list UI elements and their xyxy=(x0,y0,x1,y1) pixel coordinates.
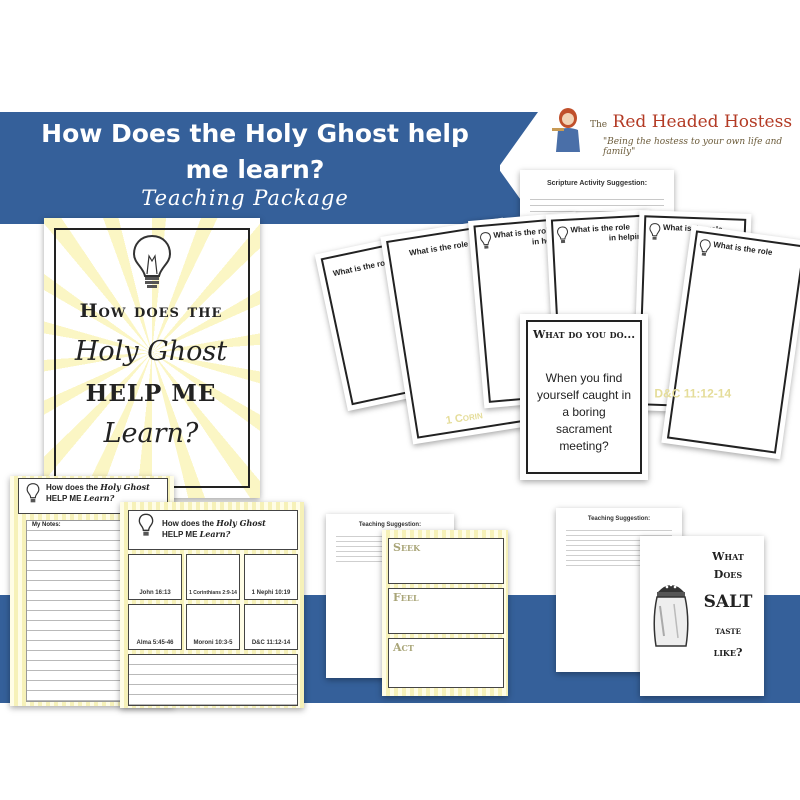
what-do-you-do-frame xyxy=(526,320,642,474)
lightbulb-icon xyxy=(132,234,172,297)
role-card-ref: D&C 11:12-14 xyxy=(654,386,732,401)
teaching-suggestion-title: Teaching Suggestion: xyxy=(587,516,651,522)
what-do-you-do-body: When you find yourself caught in a borin… xyxy=(536,371,632,453)
poster-page: How does the Holy Ghost HELP ME Learn? xyxy=(44,218,260,498)
lightbulb-icon xyxy=(479,231,493,255)
what-do-you-do-title: What do you do... xyxy=(532,328,636,341)
lightbulb-icon xyxy=(697,238,712,262)
role-card-heading: What is the role in helping xyxy=(570,222,647,246)
grid-cell: Moroni 10:3-5 xyxy=(186,604,240,650)
salt-shaker-icon xyxy=(648,576,694,655)
salt-line-5: like? xyxy=(713,646,743,659)
title-banner xyxy=(0,112,500,224)
seek-feel-act-page: Seek Feel Act xyxy=(382,530,508,696)
seek-label: Seek xyxy=(393,541,421,554)
feel-label: Feel xyxy=(393,591,419,604)
feel-box: Feel xyxy=(388,588,504,634)
grid-header-line1: How does the xyxy=(162,519,215,528)
brand-tagline: "Being the hostess to your own life and … xyxy=(603,137,783,157)
grid-header xyxy=(128,510,298,550)
salt-line-1: What xyxy=(712,550,744,563)
salt-line-2: Does xyxy=(713,568,743,581)
brand-name: The Red Headed Hostess xyxy=(590,112,792,132)
grid-header-text: How does the Holy Ghost HELP ME Learn? xyxy=(162,518,266,540)
grid-cell-ref: 1 Corinthians 2:9-14 xyxy=(189,590,237,596)
grid-header-line3: HELP ME xyxy=(162,530,198,539)
role-card: What is the role in helping xyxy=(545,209,659,385)
notes-header-line1: How does the xyxy=(46,483,99,492)
role-card: What is the role in helping xyxy=(468,211,592,409)
page-subtitle: Teaching Package xyxy=(141,186,349,210)
grid-cell-ref: D&C 11:12-14 xyxy=(251,640,291,646)
poster-line-4: Learn? xyxy=(103,418,199,449)
poster-line-1: How does the xyxy=(79,300,223,322)
grid-cell: John 16:13 xyxy=(128,554,182,600)
hostess-figure-icon xyxy=(552,108,580,152)
lightbulb-icon xyxy=(648,222,661,245)
salt-page: What Does SALT taste like? xyxy=(640,536,764,696)
poster-line-2: Holy Ghost xyxy=(74,336,228,367)
brand-prefix: The xyxy=(590,120,608,130)
grid-header-line2: Holy Ghost xyxy=(216,518,266,528)
grid-cell: 1 Corinthians 2:9-14 xyxy=(186,554,240,600)
role-card: What is the role D&C 11:12-14 xyxy=(654,224,800,460)
title-line-2: me learn? xyxy=(185,155,325,184)
notes-header-line2: Holy Ghost xyxy=(100,482,150,492)
what-do-you-do-card: What do you do... When you find yourself… xyxy=(520,314,648,480)
grid-lines xyxy=(128,654,298,706)
grid-header-line4: Learn? xyxy=(199,529,231,539)
role-card-frame xyxy=(666,230,800,454)
lightbulb-icon xyxy=(138,512,154,543)
title-line-1: How Does the Holy Ghost help xyxy=(41,119,469,148)
brand-logo xyxy=(548,106,588,154)
role-card: What is the role xyxy=(632,210,752,414)
brand-name-text: Red Headed Hostess xyxy=(612,112,793,132)
grid-cell: 1 Nephi 10:19 xyxy=(244,554,298,600)
grid-cell-ref: 1 Nephi 10:19 xyxy=(251,590,291,596)
poster-line-3: HELP ME xyxy=(85,380,217,407)
grid-cell-ref: Moroni 10:3-5 xyxy=(193,640,233,646)
grid-cell-ref: Alma 5:45-46 xyxy=(136,640,174,646)
notes-header-text: How does the Holy Ghost HELP ME Learn? xyxy=(46,482,150,504)
act-box: Act xyxy=(388,638,504,688)
lightbulb-icon xyxy=(26,482,40,509)
scripture-grid-page: How does the Holy Ghost HELP ME Learn? J… xyxy=(120,502,304,708)
act-label: Act xyxy=(393,641,414,654)
grid-cell-ref: John 16:13 xyxy=(139,590,171,596)
page-title: How Does the Holy Ghost help me learn? xyxy=(30,116,480,188)
teaching-suggestion-title: Teaching Suggestion: xyxy=(358,522,422,528)
salt-line-3: SALT xyxy=(703,592,753,612)
notes-header-line3: HELP ME xyxy=(46,494,82,503)
seek-box: Seek xyxy=(388,538,504,584)
scripture-activity-title: Scripture Activity Suggestion: xyxy=(546,180,648,187)
grid-cell: D&C 11:12-14 xyxy=(244,604,298,650)
notes-label: My Notes: xyxy=(30,522,63,528)
lightbulb-icon xyxy=(556,226,569,250)
notes-header-line4: Learn? xyxy=(83,493,115,503)
grid-cell: Alma 5:45-46 xyxy=(128,604,182,650)
salt-line-4: taste xyxy=(715,626,741,637)
